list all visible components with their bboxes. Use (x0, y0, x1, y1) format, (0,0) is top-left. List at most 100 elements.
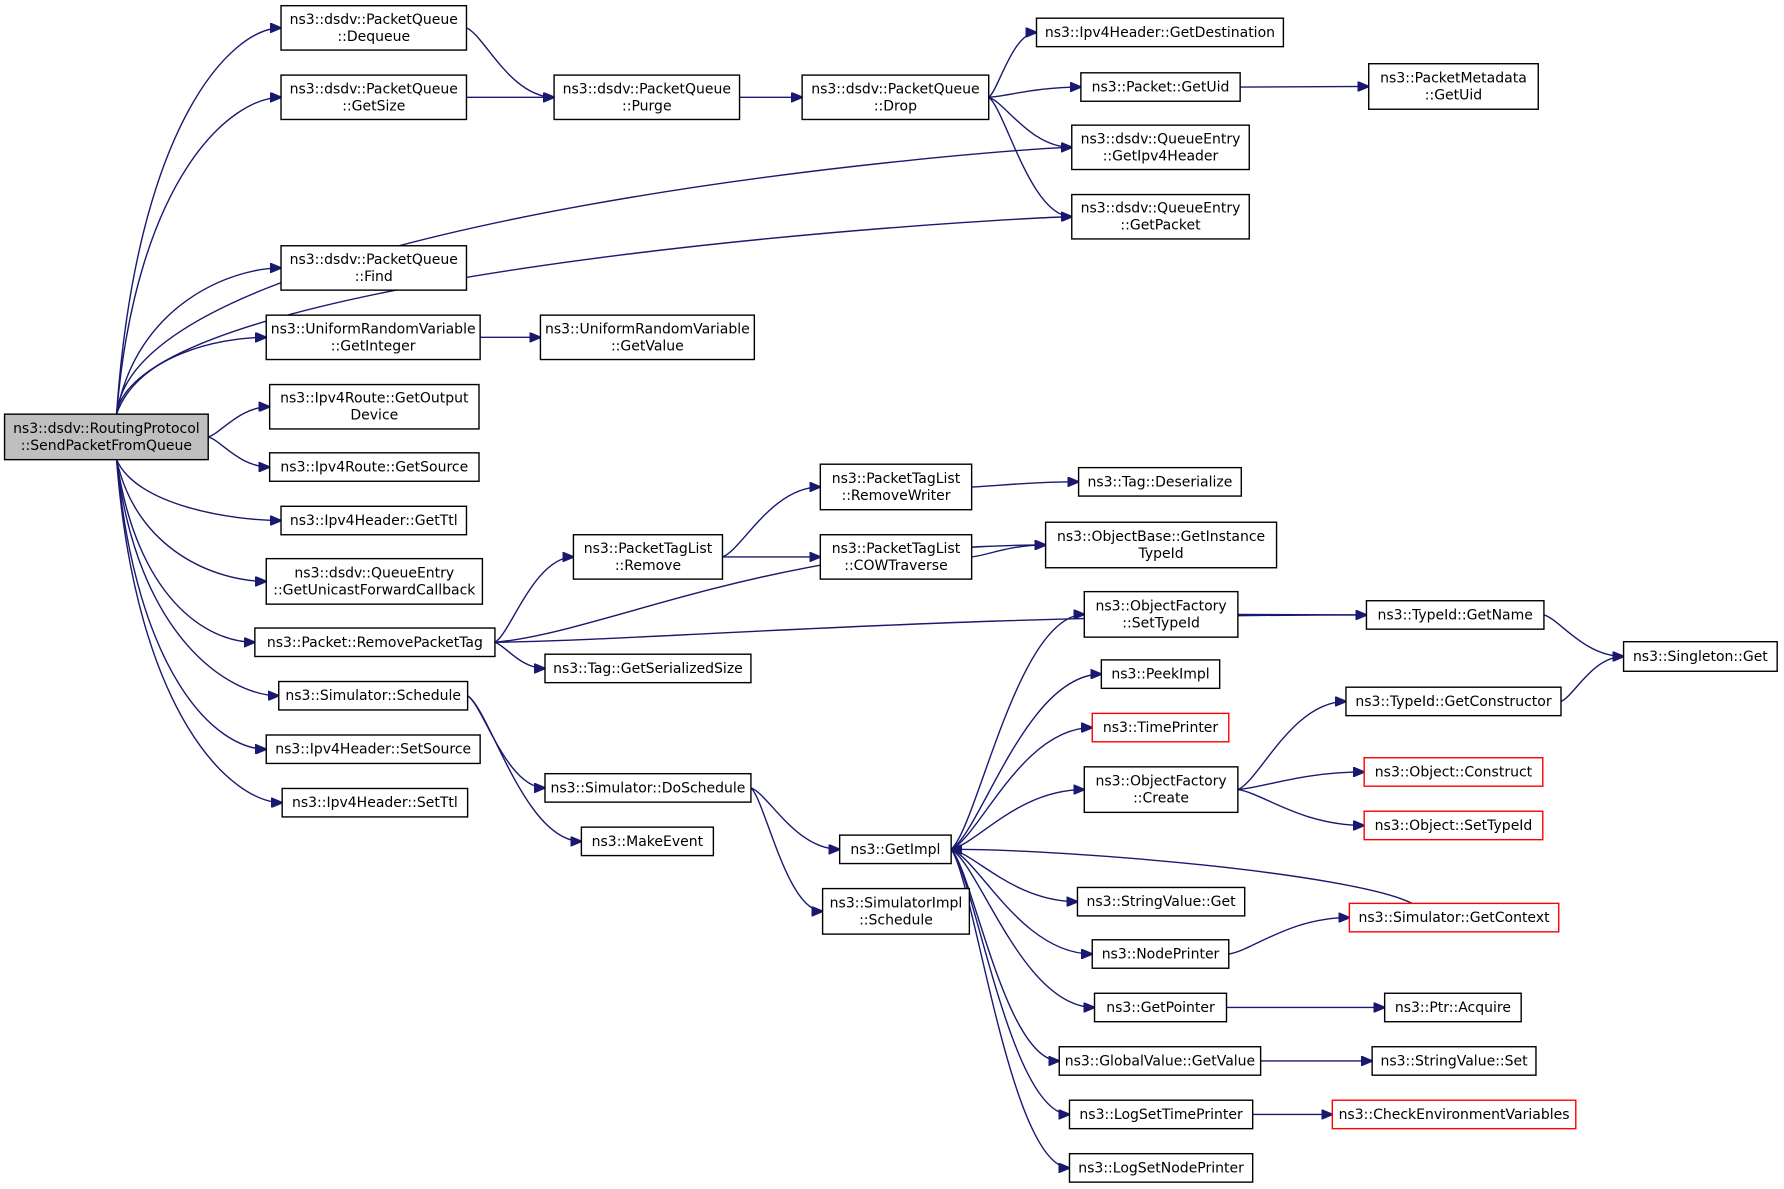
node-object-construct[interactable]: ns3::Object::Construct (1363, 757, 1544, 787)
node-label: ns3::Packet::RemovePacketTag (267, 635, 483, 651)
node-stringvalue-get[interactable]: ns3::StringValue::Get (1076, 886, 1246, 917)
node-pq-dequeue[interactable]: ns3::dsdv::PacketQueue::Dequeue (280, 4, 468, 51)
node-object-settypeid[interactable]: ns3::Object::SetTypeId (1363, 810, 1544, 841)
node-box (1071, 193, 1250, 240)
node-label: ns3::PacketTagList (832, 541, 961, 557)
node-box (280, 505, 468, 536)
node-timeprinter[interactable]: ns3::TimePrinter (1091, 712, 1230, 743)
node-label: ns3::Object::SetTypeId (1375, 818, 1533, 834)
node-label: ns3::Simulator::DoSchedule (550, 780, 745, 796)
node-label: ns3::Simulator::Schedule (285, 688, 461, 704)
node-gv-getvalue[interactable]: ns3::GlobalValue::GetValue (1058, 1046, 1262, 1076)
node-pq-drop[interactable]: ns3::dsdv::PacketQueue::Drop (801, 74, 990, 121)
node-box (1035, 17, 1285, 48)
node-route-getsource[interactable]: ns3::Ipv4Route::GetSource (268, 452, 480, 482)
edge-packet-removetag-to-tag-getserializedsize (494, 641, 545, 668)
node-urv-getvalue[interactable]: ns3::UniformRandomVariable::GetValue (539, 314, 756, 361)
node-box (1080, 72, 1241, 102)
node-sim-schedule[interactable]: ns3::Simulator::Schedule (278, 680, 469, 711)
node-pq-find[interactable]: ns3::dsdv::PacketQueue::Find (280, 245, 468, 291)
node-ipv4h-getdest[interactable]: ns3::Ipv4Header::GetDestination (1035, 17, 1285, 48)
node-box (819, 463, 973, 511)
node-makeevent[interactable]: ns3::MakeEvent (580, 826, 715, 857)
node-ptl-removewriter[interactable]: ns3::PacketTagList::RemoveWriter (819, 463, 973, 511)
node-label: ::GetValue (611, 338, 684, 354)
edge-getimpl-to-peekimpl (950, 674, 1101, 850)
node-tag-deserialize[interactable]: ns3::Tag::Deserialize (1077, 466, 1242, 497)
node-ipv4h-setttl[interactable]: ns3::Ipv4Header::SetTtl (281, 787, 469, 818)
node-label: ns3::Singleton::Get (1633, 649, 1768, 665)
node-pm-getuid[interactable]: ns3::PacketMetadata::GetUid (1368, 63, 1539, 110)
node-label: ns3::PeekImpl (1111, 667, 1209, 683)
edge-typeid-getname-to-singleton-get (1543, 614, 1624, 657)
edge-getimpl-to-nodeprinter (950, 848, 1092, 954)
node-label: ns3::Ipv4Header::SetTtl (292, 795, 458, 811)
node-tag-getserializedsize[interactable]: ns3::Tag::GetSerializedSize (544, 653, 752, 684)
node-label: ns3::dsdv::PacketQueue (290, 12, 458, 28)
node-box (1083, 766, 1239, 814)
node-urv-getinteger[interactable]: ns3::UniformRandomVariable::GetInteger (265, 314, 481, 361)
node-label: ::GetUnicastForwardCallback (273, 582, 476, 598)
node-qe-getipv4header[interactable]: ns3::dsdv::QueueEntry::GetIpv4Header (1071, 124, 1250, 171)
node-label: ns3::dsdv::PacketQueue (290, 252, 458, 268)
node-checkenv[interactable]: ns3::CheckEnvironmentVariables (1331, 1099, 1577, 1130)
node-label: ::GetIpv4Header (1103, 148, 1219, 164)
node-typeid-getconstructor[interactable]: ns3::TypeId::GetConstructor (1345, 686, 1562, 717)
node-getimpl[interactable]: ns3::GetImpl (838, 834, 952, 865)
edge-send-packet-from-queue-to-ipv4h-setttl (115, 459, 283, 803)
node-stringvalue-set[interactable]: ns3::StringValue::Set (1371, 1046, 1537, 1076)
node-label: ns3::dsdv::QueueEntry (294, 565, 454, 581)
node-pq-getsize[interactable]: ns3::dsdv::PacketQueue::GetSize (280, 74, 468, 121)
node-logsetnodeprinter[interactable]: ns3::LogSetNodePrinter (1068, 1152, 1254, 1183)
node-qe-getpacket[interactable]: ns3::dsdv::QueueEntry::GetPacket (1071, 193, 1250, 240)
node-of-create[interactable]: ns3::ObjectFactory::Create (1083, 766, 1239, 814)
node-label: ns3::SimulatorImpl (830, 895, 963, 911)
node-label: ns3::PacketTagList (832, 471, 961, 487)
edge-packet-getuid-to-pm-getuid (1240, 86, 1369, 87)
node-label: ns3::NodePrinter (1102, 947, 1220, 963)
node-label: ns3::ObjectBase::GetInstance (1057, 529, 1265, 545)
node-label: ns3::GetPointer (1106, 1000, 1215, 1016)
node-getpointer[interactable]: ns3::GetPointer (1093, 992, 1228, 1023)
node-qe-getunicast[interactable]: ns3::dsdv::QueueEntry::GetUnicastForward… (265, 557, 484, 605)
edge-getimpl-to-of-create (951, 790, 1084, 851)
node-of-settypeid[interactable]: ns3::ObjectFactory::SetTypeId (1083, 590, 1239, 638)
nodes-layer: ns3::dsdv::RoutingProtocol::SendPacketFr… (3, 4, 1778, 1183)
node-packet-getuid[interactable]: ns3::Packet::GetUid (1080, 72, 1241, 102)
edge-getimpl-to-logsetnodeprinter (950, 848, 1069, 1168)
node-peekimpl[interactable]: ns3::PeekImpl (1100, 659, 1221, 690)
node-box (1345, 686, 1562, 717)
node-label: Device (350, 408, 398, 424)
node-box (539, 314, 756, 361)
node-send-packet-from-queue[interactable]: ns3::dsdv::RoutingProtocol::SendPacketFr… (3, 413, 209, 461)
node-sim-getcontext[interactable]: ns3::Simulator::GetContext (1348, 902, 1560, 933)
node-pq-purge[interactable]: ns3::dsdv::PacketQueue::Purge (553, 74, 741, 121)
edge-ptl-cowtraverse-to-ob-getinstancetypeid (971, 545, 1046, 558)
node-label: ns3::TypeId::GetConstructor (1355, 694, 1551, 710)
node-ipv4h-setsource[interactable]: ns3::Ipv4Header::SetSource (265, 734, 481, 765)
node-packet-removetag[interactable]: ns3::Packet::RemovePacketTag (254, 627, 496, 658)
node-typeid-getname[interactable]: ns3::TypeId::GetName (1365, 600, 1545, 630)
node-ptr-acquire[interactable]: ns3::Ptr::Acquire (1383, 992, 1522, 1023)
node-label: ::SendPacketFromQueue (21, 438, 192, 454)
node-label: ns3::Ptr::Acquire (1395, 1000, 1511, 1016)
node-simimpl-schedule[interactable]: ns3::SimulatorImpl::Schedule (821, 887, 971, 935)
node-nodeprinter[interactable]: ns3::NodePrinter (1091, 939, 1230, 969)
node-ptl-cowtraverse[interactable]: ns3::PacketTagList::COWTraverse (819, 534, 973, 580)
node-box (1363, 810, 1544, 841)
node-ptl-remove[interactable]: ns3::PacketTagList::Remove (572, 534, 724, 580)
node-logsettimeprinter[interactable]: ns3::LogSetTimePrinter (1068, 1099, 1254, 1130)
edge-typeid-getconstructor-to-singleton-get (1560, 656, 1624, 703)
node-ipv4h-getttl[interactable]: ns3::Ipv4Header::GetTtl (280, 505, 468, 536)
edge-of-create-to-object-settypeid (1237, 788, 1364, 826)
node-label: ns3::Ipv4Header::GetDestination (1045, 25, 1275, 41)
node-box (281, 787, 469, 818)
edge-send-packet-from-queue-to-pq-find (115, 268, 281, 415)
node-sim-doschedule[interactable]: ns3::Simulator::DoSchedule (544, 772, 752, 803)
node-box (3, 413, 209, 461)
edge-getimpl-to-logsettimeprinter (950, 848, 1069, 1114)
node-singleton-get[interactable]: ns3::Singleton::Get (1622, 640, 1778, 672)
node-box (801, 74, 990, 121)
